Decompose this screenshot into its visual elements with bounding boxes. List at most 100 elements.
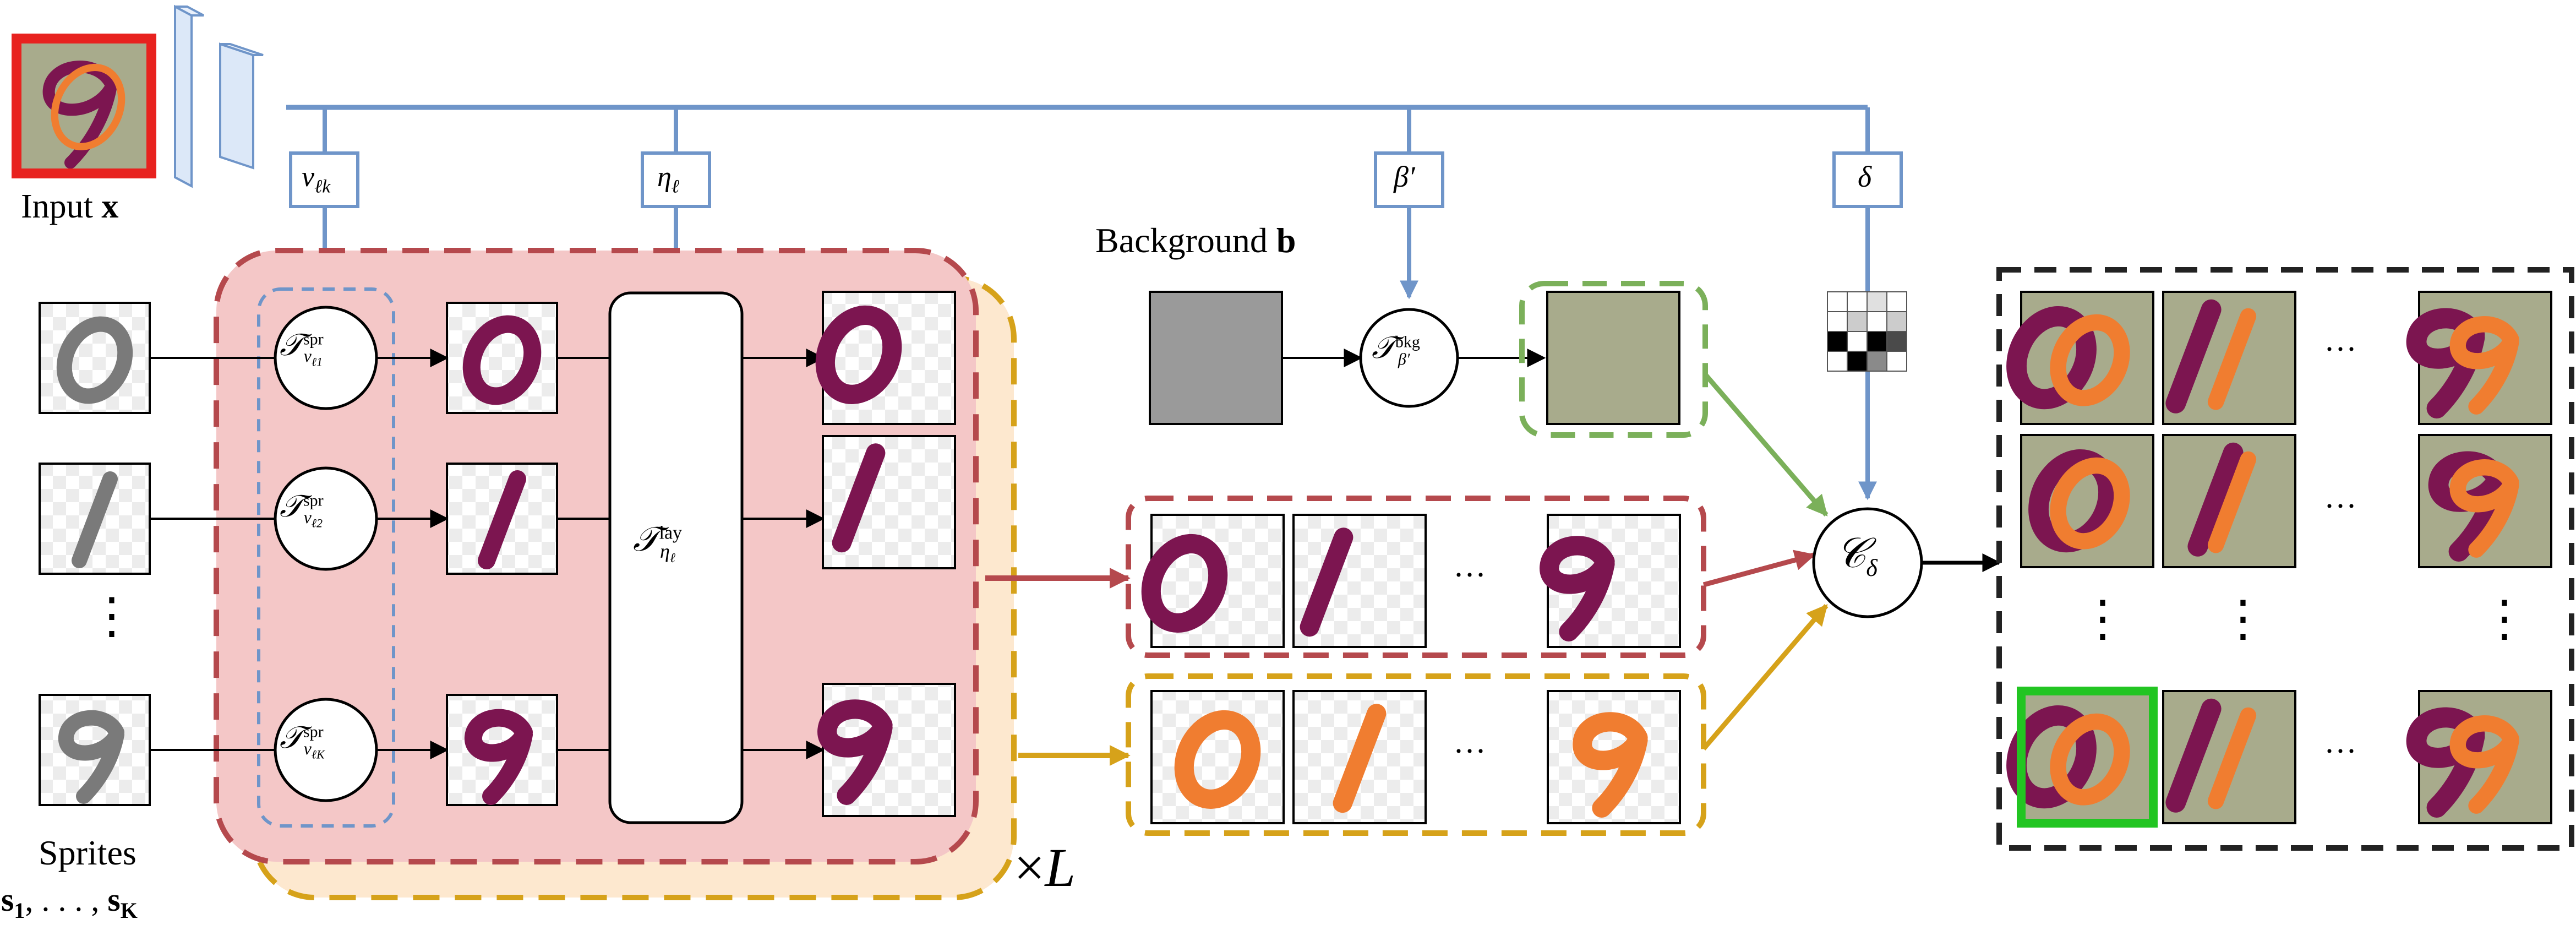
sprite-sub-last: K — [120, 898, 138, 923]
bkg-T: 𝒯 — [1372, 331, 1395, 365]
param-beta-label: β′ — [1394, 160, 1415, 194]
bkg-sub: β′ — [1398, 350, 1410, 369]
output-tile — [2416, 291, 2552, 425]
occlusion-cell — [1886, 291, 1907, 312]
occlusion-cell — [1866, 291, 1887, 312]
times-symbol: × — [1014, 837, 1045, 898]
L-symbol: L — [1045, 837, 1076, 898]
param-drop-nu — [289, 107, 359, 294]
transformed-sprite-9 — [446, 694, 558, 806]
output-tile — [2021, 434, 2154, 568]
layer-sprite-1 — [822, 435, 956, 569]
sprites-symbols: s1, . . . , sK — [1, 881, 138, 923]
layer-sprite-9 — [823, 683, 956, 817]
occlusion-cell — [1827, 351, 1848, 372]
spr-transform-label-2: 𝒯sprνℓ2 — [280, 489, 324, 531]
red-strip-tile-9 — [1548, 514, 1681, 648]
sprite-symbol-first: s — [1, 882, 14, 918]
compositor-C: 𝒞 — [1836, 530, 1866, 577]
param-delta-label: δ — [1858, 160, 1871, 194]
output-tile — [2162, 434, 2296, 568]
spr2-T: 𝒯 — [280, 490, 303, 524]
orange-strip-tile-0 — [1150, 690, 1285, 824]
transformed-sprite-1 — [446, 463, 558, 575]
grid-vdots-col3: ⋮ — [2480, 592, 2529, 646]
grid-hdots-row4: ··· — [2324, 733, 2357, 769]
occlusion-cell — [1827, 311, 1848, 332]
input-label-text: Input — [21, 188, 93, 225]
compositor-sub: δ — [1866, 554, 1878, 582]
sprK-sup: spr — [303, 722, 324, 741]
nu-sub: ℓk — [314, 176, 331, 197]
strip-red-hdots: ··· — [1453, 557, 1486, 593]
sprite-prototype-9 — [39, 694, 151, 806]
layer-box — [214, 248, 979, 864]
layer-sprite-0 — [813, 291, 956, 425]
occlusion-cell — [1866, 331, 1887, 352]
background-label: Background b — [1095, 220, 1296, 261]
output-tile — [2162, 690, 2296, 824]
grid-vdots-col2: ⋮ — [2218, 592, 2268, 646]
sprites-label-text: Sprites — [39, 833, 137, 872]
occlusion-matrix — [1827, 291, 1907, 372]
sprite-symbol-last: s — [107, 882, 121, 918]
strip-orange-hdots: ··· — [1453, 733, 1486, 769]
param-box-nu — [289, 151, 359, 208]
sprite-sub-first: 1 — [14, 898, 25, 923]
occlusion-cell — [1847, 351, 1868, 372]
lay-sup: lay — [659, 523, 683, 543]
times-L-label: ×L — [1014, 836, 1076, 899]
param-drop-delta — [1832, 107, 1903, 501]
output-tile — [2004, 690, 2154, 824]
param-eta-label: ηℓ — [657, 161, 679, 197]
grid-hdots-row2: ··· — [2324, 488, 2357, 524]
spr2-sub: ν — [303, 507, 312, 527]
output-tile — [2416, 690, 2552, 824]
sprite-prototype-0 — [39, 302, 151, 414]
arrow-bkg-to-comp — [1703, 373, 1829, 516]
nu-symbol: ν — [302, 161, 315, 193]
param-box-eta — [641, 151, 711, 208]
occlusion-cell — [1847, 331, 1868, 352]
bkg-sup: bkg — [1395, 333, 1420, 351]
sprite-prototype-1 — [39, 463, 151, 575]
occlusion-cell — [1866, 311, 1887, 332]
spr1-T: 𝒯 — [280, 328, 303, 362]
occlusion-cell — [1827, 331, 1848, 352]
lay-sub: η — [660, 540, 670, 563]
input-image — [12, 34, 156, 178]
input-label: Input x — [21, 187, 118, 226]
occlusion-cell — [1866, 351, 1887, 372]
occlusion-cell — [1827, 291, 1848, 312]
sprK-sub: ν — [303, 738, 312, 759]
eta-sub: ℓ — [671, 176, 679, 197]
background-output — [1546, 291, 1680, 425]
sprites-label: Sprites — [39, 833, 137, 873]
arrow-orange-to-comp — [1701, 604, 1829, 750]
input-symbol: x — [101, 188, 119, 225]
compositor-label: 𝒞δ — [1836, 530, 1878, 582]
output-tile — [2162, 291, 2296, 425]
selected-output-highlight — [2017, 687, 2158, 828]
grid-vdots-col1: ⋮ — [2078, 592, 2127, 646]
sprK-subsub: ℓK — [311, 747, 325, 762]
sprite-separator: , . . . , — [25, 882, 108, 918]
background-label-text: Background — [1095, 221, 1268, 260]
spr1-sup: spr — [303, 330, 324, 349]
spr1-subsub: ℓ1 — [311, 355, 323, 369]
arrow-red-to-comp — [1702, 550, 1816, 588]
bkg-transform-label: 𝒯bkgβ′ — [1372, 330, 1420, 369]
output-tile — [2004, 291, 2154, 425]
sprite-transform-group — [257, 287, 395, 828]
orange-strip-tile-1 — [1292, 690, 1427, 824]
spr1-sub: ν — [303, 346, 312, 366]
background-output-frame — [1519, 281, 1708, 438]
layer-transform-box — [608, 291, 744, 824]
red-strip-tile-0 — [1139, 514, 1285, 648]
eta-symbol: η — [657, 161, 672, 193]
occlusion-cell — [1886, 311, 1907, 332]
background-prototype — [1149, 291, 1283, 425]
red-strip-tile-1 — [1292, 514, 1427, 648]
background-symbol: b — [1276, 221, 1296, 260]
